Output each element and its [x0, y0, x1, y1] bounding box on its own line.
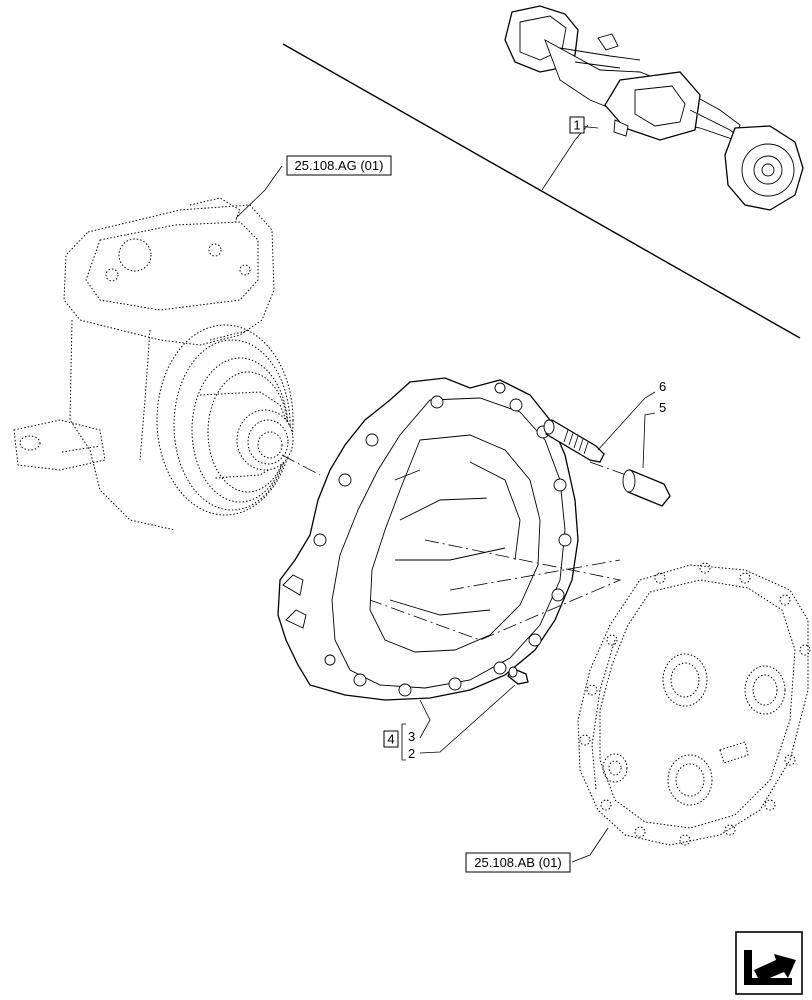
callout-6-label: 6 — [659, 379, 666, 394]
kit-bracket — [401, 723, 406, 761]
callout-4-label: 4 — [387, 732, 394, 747]
axle-assembly-illustration — [504, 5, 804, 211]
callout-3-label: 3 — [408, 729, 415, 744]
leader-3 — [419, 699, 431, 739]
next-page-arrow-icon[interactable] — [735, 931, 803, 995]
steering-knuckle-illustration — [13, 197, 294, 531]
callout-box-cover-ref — [465, 852, 571, 873]
planetary-cover-illustration — [577, 562, 811, 846]
axis-line-knuckle — [281, 454, 321, 476]
callout-box-1 — [569, 116, 585, 134]
separator-line — [282, 43, 801, 339]
stud-illustration — [543, 419, 605, 463]
callout-1-label: 1 — [573, 118, 580, 133]
leader-6 — [597, 391, 656, 451]
callout-box-knuckle-ref — [286, 155, 392, 176]
leader-cover-ref — [571, 827, 609, 863]
callout-knuckle-ref-label: 25.108.AG (01) — [295, 158, 384, 173]
leader-2 — [419, 684, 516, 754]
callout-box-4 — [383, 730, 399, 748]
pin-illustration — [622, 469, 671, 507]
dowel-pin-illustration — [507, 666, 529, 685]
callout-5-label: 5 — [659, 400, 666, 415]
callout-2-label: 2 — [408, 746, 415, 761]
leader-5 — [642, 412, 656, 469]
alignment-line-2 — [449, 559, 621, 591]
alignment-line-1 — [369, 539, 622, 641]
callout-cover-ref-label: 25.108.AB (01) — [474, 855, 561, 870]
alignment-line-3 — [589, 461, 641, 481]
leader-1 — [541, 124, 589, 191]
leader-knuckle-ref — [235, 165, 283, 219]
planetary-housing-illustration — [277, 377, 579, 701]
